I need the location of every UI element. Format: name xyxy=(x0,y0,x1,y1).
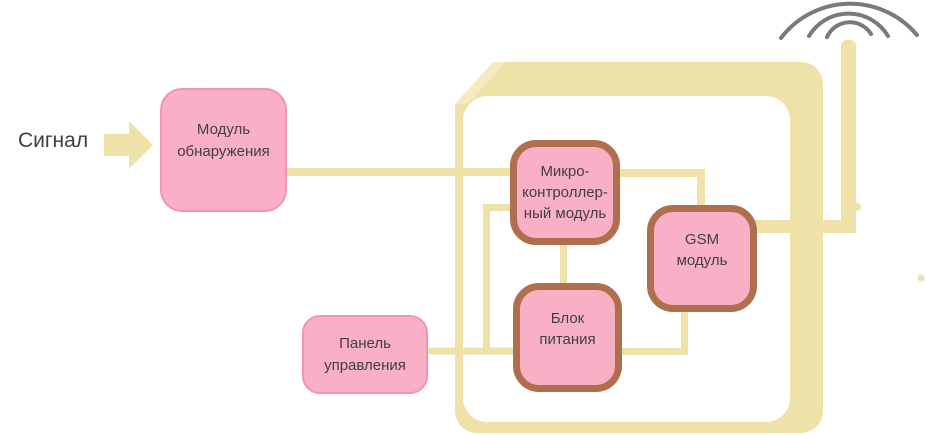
signal-arrow-icon xyxy=(104,121,153,169)
microcontroller-module-node: Микро- контроллер- ный модуль xyxy=(510,140,620,245)
control-panel-node: Панель управления xyxy=(302,315,428,394)
radio-waves-icon xyxy=(779,1,919,40)
connector-power-to-gsm xyxy=(620,306,688,355)
radio-wave-outer xyxy=(779,1,919,40)
node-label-line: управления xyxy=(324,356,406,374)
connector-endpoint-dot xyxy=(917,274,925,282)
node-label-line: Микро- xyxy=(540,163,590,180)
node-label-line: Блок xyxy=(550,309,585,327)
radio-wave-middle xyxy=(807,11,890,38)
connector-micro-to-gsm xyxy=(616,169,705,208)
connector-panel-line-to-micro xyxy=(483,204,514,351)
node-label-line: модуль xyxy=(676,251,728,269)
connector-lines xyxy=(279,168,856,355)
node-label-line: Панель xyxy=(339,334,391,352)
enclosure-bevel-highlight xyxy=(455,62,506,104)
radio-wave-inner xyxy=(825,20,873,39)
node-label-line: обнаружения xyxy=(177,143,270,160)
gsm-module-node: GSM модуль xyxy=(647,205,757,312)
node-label-line: GSM xyxy=(684,230,720,248)
node-label-line: питания xyxy=(539,330,596,348)
node-label-line: Модуль xyxy=(196,121,251,138)
node-label-line: контроллер- xyxy=(522,184,608,201)
detection-module-node: Модуль обнаружения xyxy=(160,88,287,212)
power-supply-node: Блок питания xyxy=(513,283,622,392)
antenna-icon xyxy=(841,40,856,233)
node-label-line: ный модуль xyxy=(523,205,607,222)
connector-endpoint-dot xyxy=(853,203,861,211)
device-enclosure-shape xyxy=(455,62,823,433)
signal-label: Сигнал xyxy=(18,129,89,152)
